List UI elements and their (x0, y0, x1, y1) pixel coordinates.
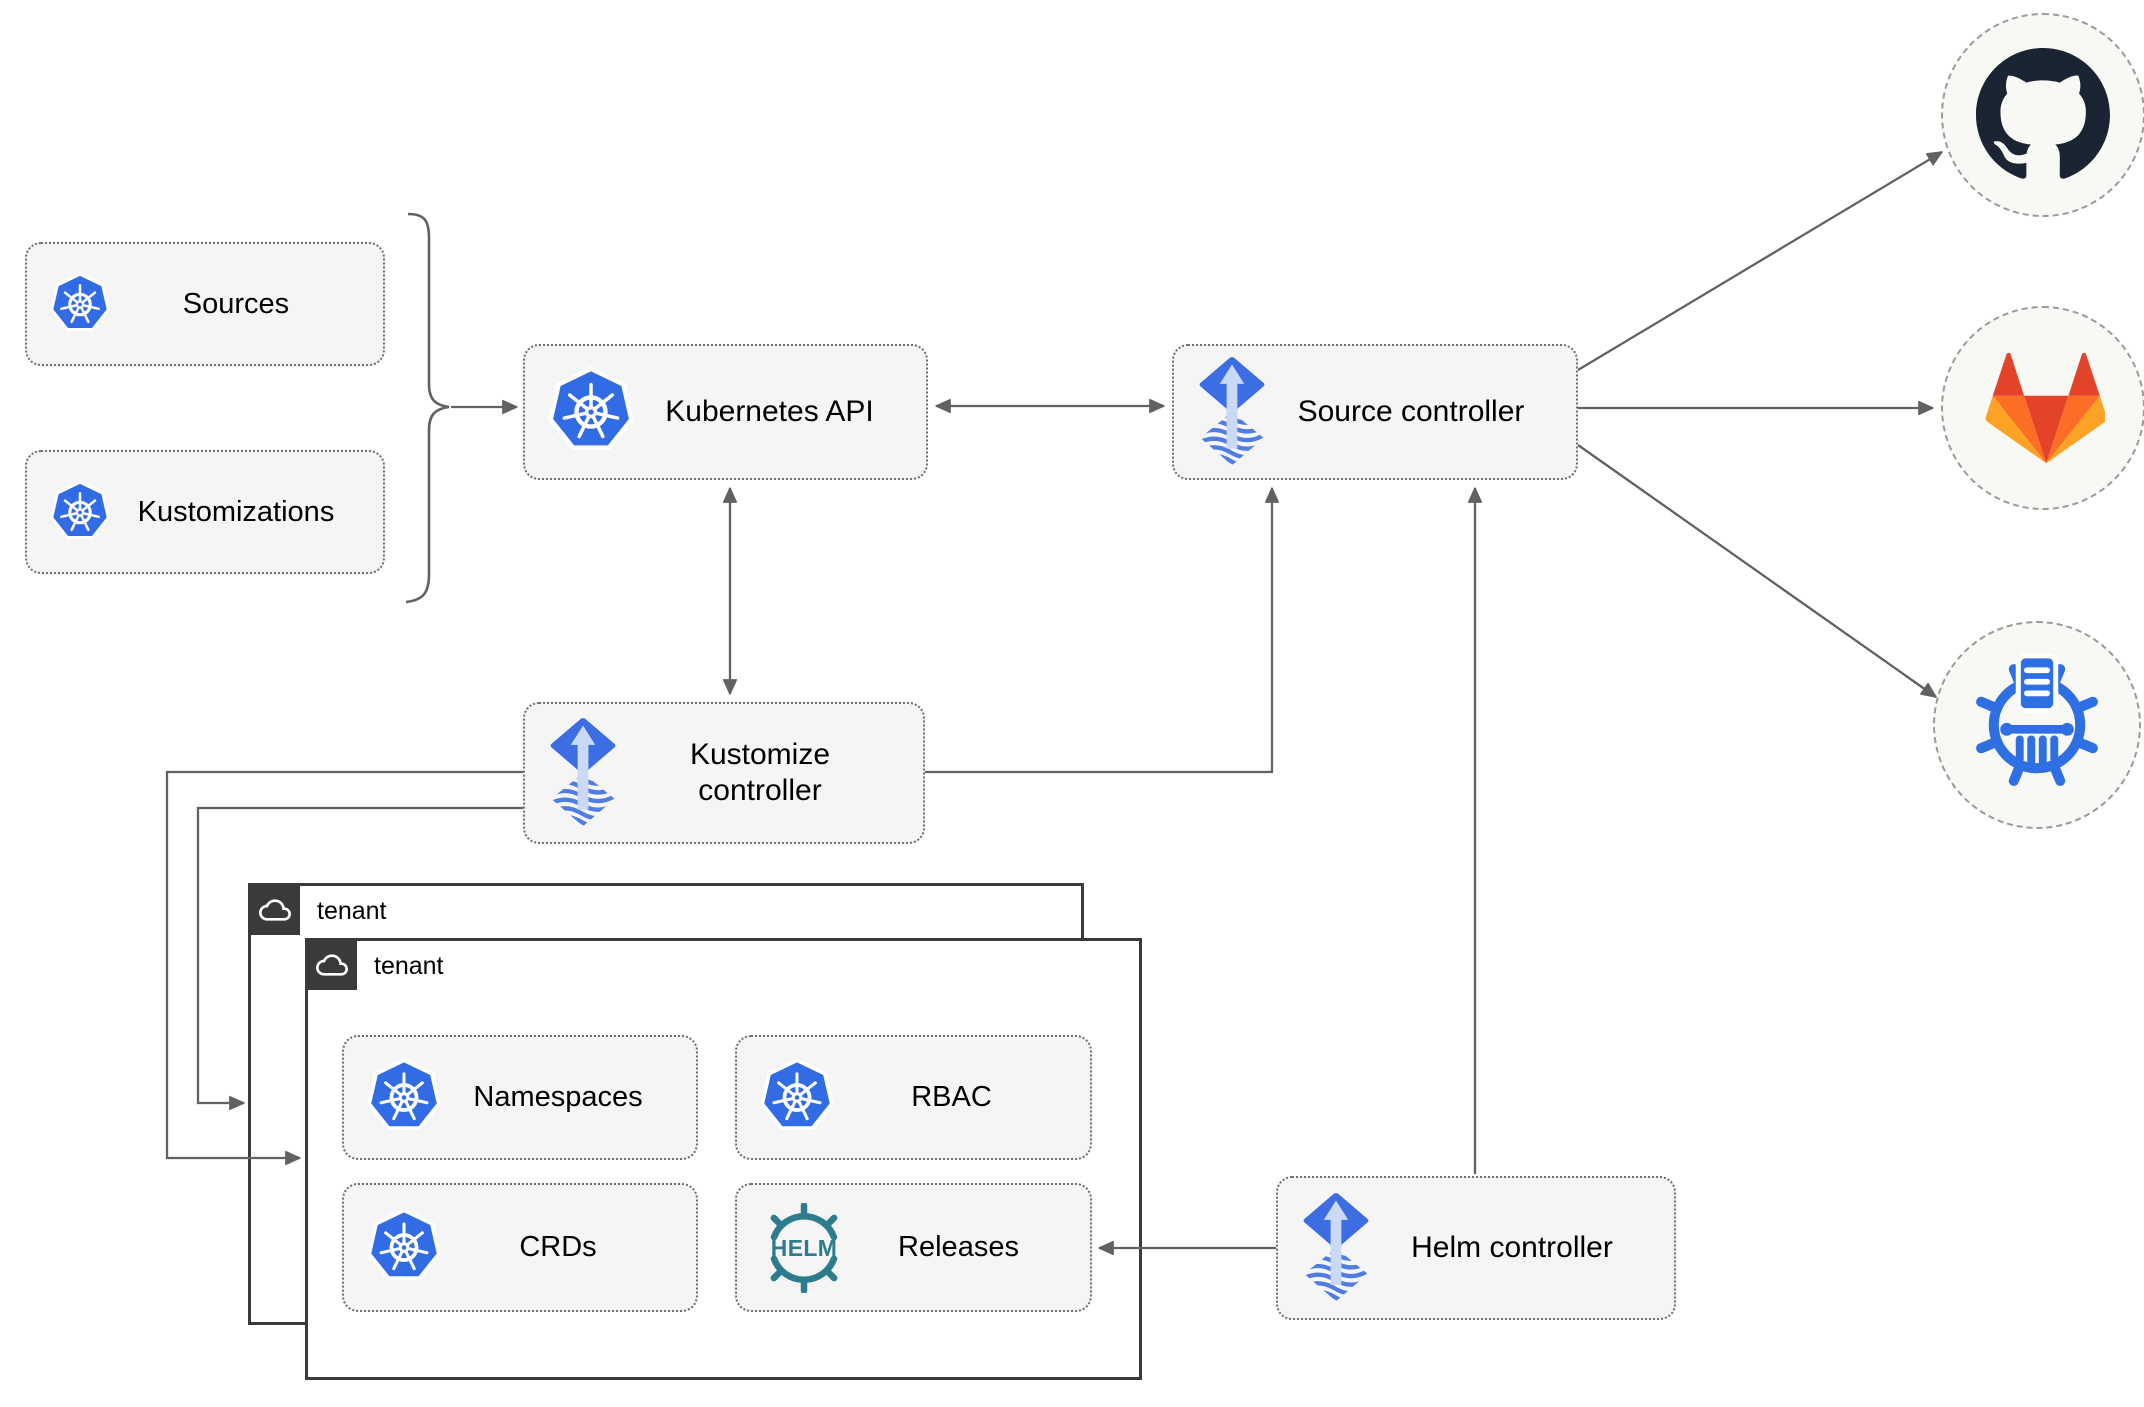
endpoint-chart-repository (1933, 621, 2141, 829)
flux-icon (547, 718, 619, 828)
tenant-tab (307, 940, 357, 990)
node-sources: Sources (25, 242, 385, 366)
tenant-label: tenant (317, 897, 387, 925)
node-helm-controller: Helm controller (1276, 1176, 1676, 1320)
chart-repository-icon (1965, 650, 2109, 800)
kubernetes-icon (366, 1058, 442, 1137)
endpoint-gitlab (1941, 306, 2144, 510)
node-kustomizations: Kustomizations (25, 450, 385, 574)
group-brace (405, 212, 450, 604)
node-label: Releases (898, 1231, 1019, 1264)
kubernetes-icon (547, 366, 635, 458)
gitlab-icon (1981, 348, 2105, 468)
node-releases: HELM Releases (735, 1183, 1092, 1312)
edge-source-chart-repo (1577, 444, 1937, 698)
kubernetes-icon (759, 1058, 835, 1137)
node-label: Helm controller (1411, 1231, 1613, 1264)
node-label: CRDs (519, 1231, 597, 1264)
edge-kustomize-source (925, 487, 1280, 774)
helm-logo-text: HELM (771, 1235, 838, 1261)
node-label: Sources (182, 287, 290, 320)
node-label: Kubernetes API (665, 395, 874, 428)
node-label: Kustomizations (137, 495, 335, 528)
endpoint-github (1941, 13, 2144, 217)
node-kustomize-controller: Kustomize controller (523, 702, 925, 844)
kubernetes-icon (49, 272, 111, 337)
flux-icon (1300, 1193, 1372, 1303)
node-label: Kustomize controller (689, 738, 831, 807)
node-label: RBAC (911, 1081, 992, 1114)
flux-icon (1196, 357, 1268, 467)
node-rbac: RBAC (735, 1035, 1092, 1160)
node-label: Source controller (1297, 395, 1525, 428)
tenant-label: tenant (374, 952, 444, 980)
node-label: Namespaces (473, 1081, 643, 1114)
cloud-icon (316, 949, 348, 981)
node-kubernetes-api: Kubernetes API (523, 344, 928, 480)
node-source-controller: Source controller (1172, 344, 1578, 480)
helm-icon: HELM (770, 1202, 838, 1293)
edge-source-github (1577, 151, 1943, 371)
node-crds: CRDs (342, 1183, 698, 1312)
tenant-tab (250, 885, 300, 935)
cloud-icon (259, 894, 291, 926)
node-namespaces: Namespaces (342, 1035, 698, 1160)
github-icon (1976, 48, 2110, 182)
kubernetes-icon (49, 480, 111, 545)
kubernetes-icon (366, 1208, 442, 1287)
